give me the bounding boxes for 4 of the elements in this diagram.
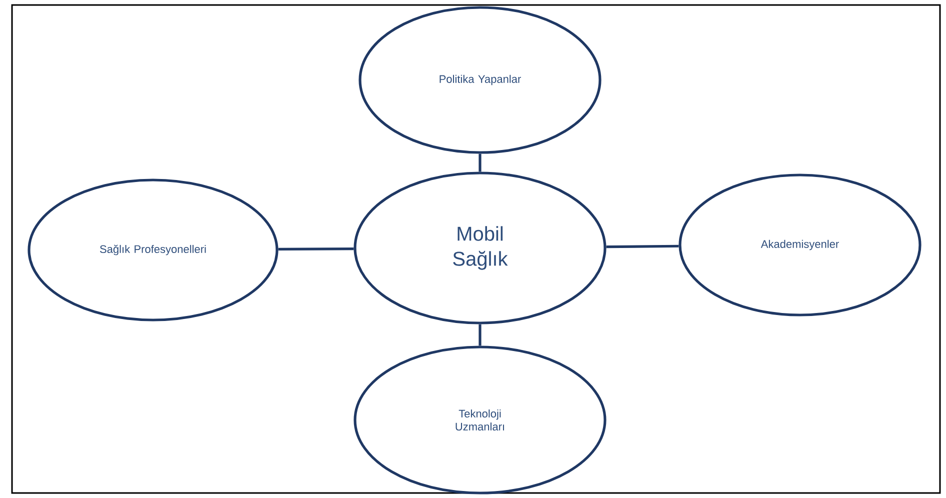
connector-line bbox=[478, 324, 482, 346]
connector-line bbox=[278, 247, 354, 251]
connector-line bbox=[606, 244, 679, 248]
connector-line bbox=[478, 154, 482, 172]
